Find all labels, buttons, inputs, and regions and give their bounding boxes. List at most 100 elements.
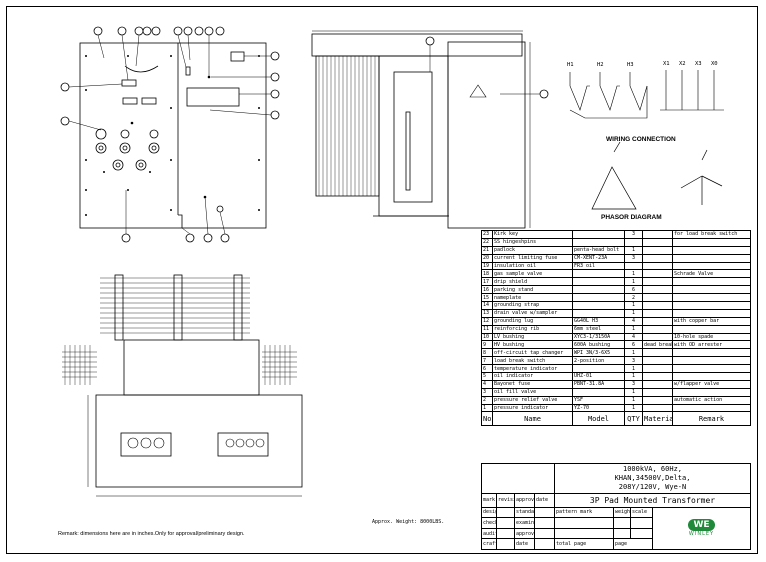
bom-qty: 1 <box>624 324 643 334</box>
tb-date: date <box>534 492 555 508</box>
bom-name: LV bushing <box>492 332 573 342</box>
bom-no: 3 <box>481 387 493 397</box>
bom-no: 13 <box>481 308 493 318</box>
phasor-diagram <box>591 141 723 210</box>
bom-no: 21 <box>481 245 493 255</box>
bom-model: YZ-70 <box>572 403 625 413</box>
bom-no: 17 <box>481 277 493 287</box>
bom-name: grounding lug <box>492 316 573 326</box>
bom-material <box>642 372 673 381</box>
bom-name: load break switch <box>492 356 573 366</box>
bom-remark <box>672 387 751 397</box>
bom-remark <box>672 245 751 255</box>
bom-no: 20 <box>481 253 493 263</box>
bom-material <box>642 230 673 239</box>
bom-remark <box>672 348 751 358</box>
title-block: 1000kVA, 60Hz, KHAN,34500V,Delta, 208Y/1… <box>481 463 752 551</box>
x0-terminal: X0 <box>711 61 718 67</box>
bom-remark <box>672 324 751 334</box>
h1-terminal: H1 <box>567 62 574 68</box>
bom-name: drip shield <box>492 277 573 287</box>
bom-model: WPI 3N/3-6X5 <box>572 348 625 358</box>
plan-view <box>62 274 303 497</box>
bom-material <box>642 348 673 358</box>
bom-qty: 3 <box>624 356 643 366</box>
bom-remark: w/flapper valve <box>672 379 751 389</box>
bom-name: temperature indicator <box>492 364 573 374</box>
bom-name: reinforcing rib <box>492 324 573 334</box>
bom-name: off-circuit tap changer <box>492 348 573 358</box>
wiring-connection-label: WIRING CONNECTION <box>606 136 676 143</box>
bom-remark: Schrade Valve <box>672 269 751 279</box>
bom-remark <box>672 237 751 247</box>
front-view <box>60 26 280 243</box>
tb-total-page: total page <box>554 538 614 550</box>
phasor-diagram-label: PHASOR DIAGRAM <box>601 214 662 221</box>
col-material: Material <box>642 411 673 427</box>
bom-no: 1 <box>481 403 493 413</box>
tb-scale: scale <box>630 506 653 519</box>
bom-material <box>642 308 673 318</box>
bom-qty: 1 <box>624 308 643 318</box>
drawing-frame <box>6 6 758 554</box>
bom-model: penta-head bolt <box>572 245 625 255</box>
bom-remark <box>672 253 751 263</box>
bom-qty: 1 <box>624 364 643 374</box>
bom-material <box>642 324 673 334</box>
bom-material <box>642 269 673 279</box>
bom-model: XYC3-1/3150A <box>572 332 625 342</box>
bom-model: CM-XENT-23A <box>572 253 625 263</box>
bom-qty: 1 <box>624 387 643 397</box>
bom-remark: 10-hole spade <box>672 332 751 342</box>
tb-examined: examined <box>514 517 535 529</box>
bom-no: 16 <box>481 285 493 295</box>
bom-name: pressure relief valve <box>492 395 573 405</box>
bom-material <box>642 285 673 295</box>
tb-date-2: date <box>514 538 535 550</box>
bom-material <box>642 245 673 255</box>
bom-material <box>642 316 673 326</box>
bom-model: YSF <box>572 395 625 405</box>
h3-terminal: H3 <box>627 62 634 68</box>
bom-no: 14 <box>481 301 493 310</box>
bom-qty: 3 <box>624 253 643 263</box>
bom-qty: 1 <box>624 395 643 405</box>
bom-model <box>572 269 625 279</box>
bom-model: FR3 oil <box>572 261 625 271</box>
bom-name: SS hingeshpins <box>492 237 573 247</box>
bom-name: parking stand <box>492 285 573 295</box>
bom-name: grounding strap <box>492 301 573 310</box>
drawing-title: 3P Pad Mounted Transformer <box>553 492 752 508</box>
bom-remark: automatic action <box>672 395 751 405</box>
tb-audited: audited <box>481 527 497 540</box>
bom-no: 2 <box>481 395 493 405</box>
bom-remark <box>672 308 751 318</box>
bom-name: oil fill valve <box>492 387 573 397</box>
bom-model: PBNT-31.8A <box>572 379 625 389</box>
bom-remark <box>672 285 751 295</box>
bom-model <box>572 308 625 318</box>
bom-material <box>642 261 673 271</box>
bom-qty <box>624 261 643 271</box>
bom-no: 22 <box>481 237 493 247</box>
bom-name: padlock <box>492 245 573 255</box>
bom-qty: 4 <box>624 332 643 342</box>
bom-qty: 1 <box>624 269 643 279</box>
bom-qty: 1 <box>624 301 643 310</box>
bom-name: gas sample valve <box>492 269 573 279</box>
bom-remark <box>672 301 751 310</box>
bom-remark <box>672 356 751 366</box>
bom-model <box>572 277 625 287</box>
